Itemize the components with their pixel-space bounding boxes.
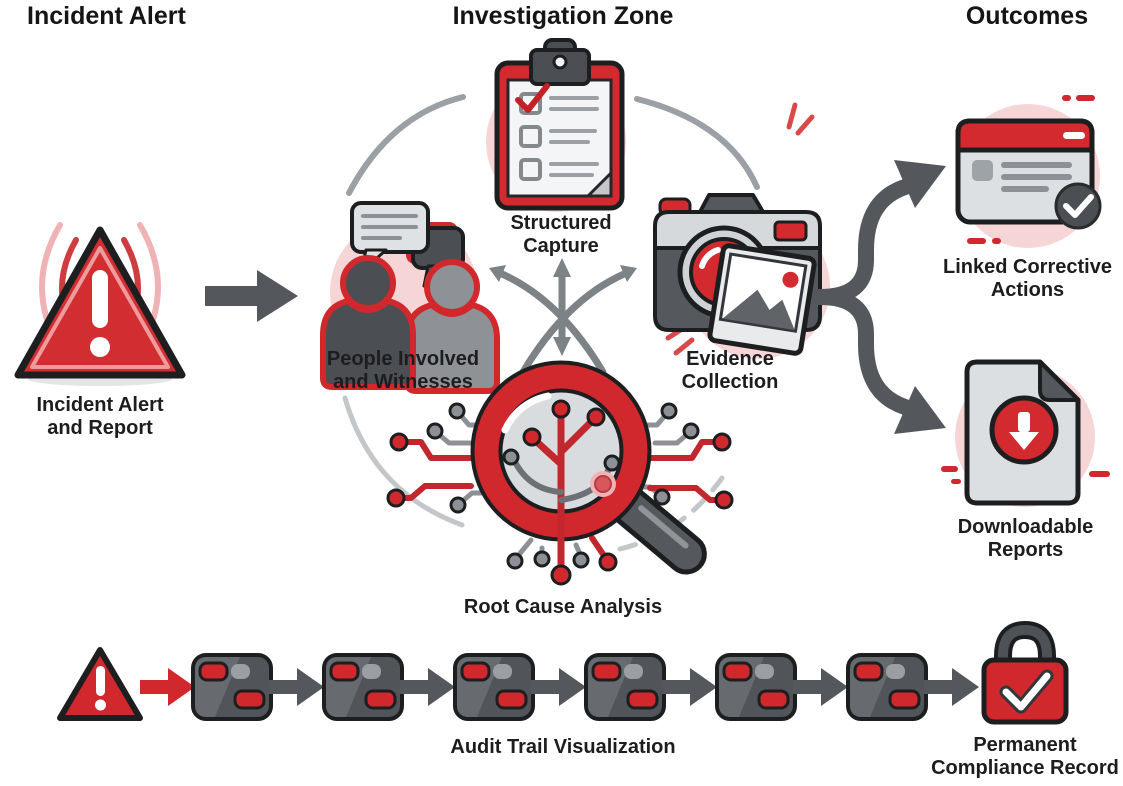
alert-triangle-icon: [14, 226, 186, 386]
audit-record-icon: [846, 653, 928, 721]
label-evidence-collection: Evidence Collection: [681, 348, 779, 393]
audit-step-arrow: [924, 668, 979, 706]
speech-bubble-light-icon: [350, 201, 430, 274]
compliance-lock-icon: [981, 620, 1069, 725]
audit-step-arrow: [400, 668, 455, 706]
camera-icon: [653, 102, 830, 359]
audit-record-icon: [322, 653, 404, 721]
audit-record-icon: [584, 653, 666, 721]
accent-dashes: [941, 466, 1110, 484]
audit-start-arrow: [140, 668, 195, 706]
audit-step-arrow: [531, 668, 586, 706]
audit-step-arrow: [793, 668, 848, 706]
label-structured-capture: Structured Capture: [510, 212, 612, 257]
label-compliance-record: Permanent Compliance Record: [931, 734, 1119, 779]
header-investigation-zone: Investigation Zone: [452, 2, 674, 30]
audit-alert-triangle-icon: [57, 647, 143, 721]
label-downloadable-reports: Downloadable Reports: [957, 516, 1094, 561]
audit-trail-track: [191, 653, 979, 721]
label-audit-trail: Audit Trail Visualization: [450, 736, 676, 758]
audit-step-arrow: [662, 668, 717, 706]
flow-arrow-right: [205, 270, 298, 322]
download-report-icon: [941, 359, 1110, 507]
audit-record-icon: [453, 653, 535, 721]
checklist-clipboard-icon: [486, 38, 626, 212]
root-cause-magnifier-icon: [386, 360, 734, 586]
header-outcomes: Outcomes: [965, 2, 1089, 30]
label-root-cause: Root Cause Analysis: [463, 596, 663, 618]
audit-record-icon: [715, 653, 797, 721]
audit-step-arrow: [269, 668, 324, 706]
label-people-involved: People Involved and Witnesses: [326, 348, 480, 393]
header-incident-alert: Incident Alert: [27, 2, 186, 30]
label-corrective-actions: Linked Corrective Actions: [943, 256, 1112, 301]
outcome-fork-arrows: [812, 160, 946, 434]
accent-dashes: [967, 95, 1095, 244]
photo-print-icon: [707, 243, 817, 356]
circuit-traces: [386, 402, 734, 572]
investigation-flow-arrows: [489, 258, 637, 376]
label-incident-report: Incident Alert and Report: [36, 394, 164, 439]
people-icon: [323, 201, 497, 391]
corrective-action-card-icon: [955, 95, 1102, 248]
cause-tree: [502, 399, 621, 586]
audit-record-icon: [191, 653, 273, 721]
